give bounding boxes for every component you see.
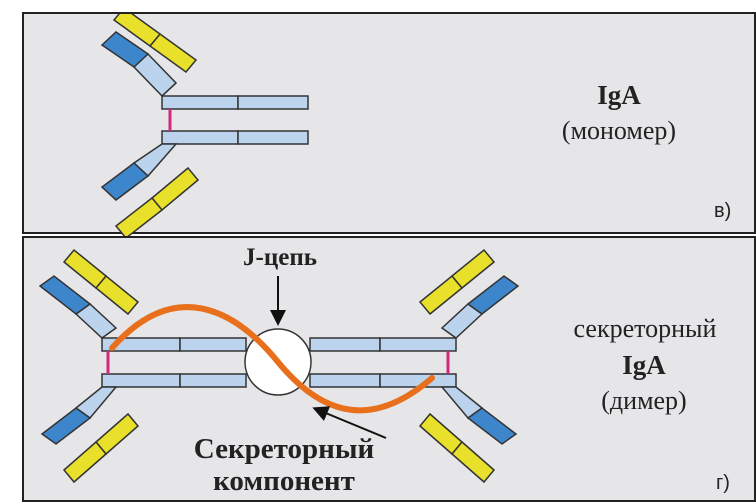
heavy-chain-upper-ch3 xyxy=(238,96,308,109)
right-lower-ch3 xyxy=(310,374,380,387)
right-lower-variable xyxy=(468,408,516,444)
right-upper-ch2 xyxy=(380,338,456,351)
right-upper-light-variable xyxy=(452,250,494,288)
secretory-component-label-line1: Секреторный xyxy=(134,434,434,464)
heavy-chain-lower-ch3 xyxy=(238,131,308,144)
left-upper-ch3 xyxy=(180,338,246,351)
right-upper-variable xyxy=(468,276,518,314)
panel-letter-g: г) xyxy=(716,472,730,495)
light-chain-lower-constant xyxy=(152,168,198,210)
iga-title: IgA xyxy=(564,80,674,111)
left-lower-ch3 xyxy=(180,374,246,387)
iga-monomer-panel: IgA (мономер) в) xyxy=(22,12,756,234)
left-upper-variable xyxy=(40,276,90,314)
panel-letter-v: в) xyxy=(714,200,731,223)
monomer-label: (мономер) xyxy=(534,116,704,146)
secretory-iga-panel: J-цепь секреторный IgA (димер) Секреторн… xyxy=(22,236,756,502)
left-lower-ch2 xyxy=(102,374,180,387)
right-upper-ch3 xyxy=(310,338,380,351)
secretory-label: секреторный xyxy=(532,314,756,344)
secretory-component-label-line2: компонент xyxy=(134,466,434,496)
left-lower-light-variable xyxy=(64,442,106,482)
right-upper-light-constant xyxy=(420,276,462,314)
iga-dimer-title: IgA xyxy=(584,350,704,381)
j-chain-label: J-цепь xyxy=(220,244,340,272)
heavy-chain-upper-ch2 xyxy=(162,96,238,109)
heavy-chain-lower-ch2 xyxy=(162,131,238,144)
right-lower-ch2 xyxy=(380,374,456,387)
light-chain-lower-variable xyxy=(116,198,162,236)
left-upper-light-variable xyxy=(64,250,106,288)
right-lower-light-variable xyxy=(452,442,494,482)
dimer-label: (димер) xyxy=(564,386,724,416)
left-upper-light-constant xyxy=(96,276,138,314)
left-lower-light-constant xyxy=(96,414,138,454)
left-lower-variable xyxy=(42,408,90,444)
